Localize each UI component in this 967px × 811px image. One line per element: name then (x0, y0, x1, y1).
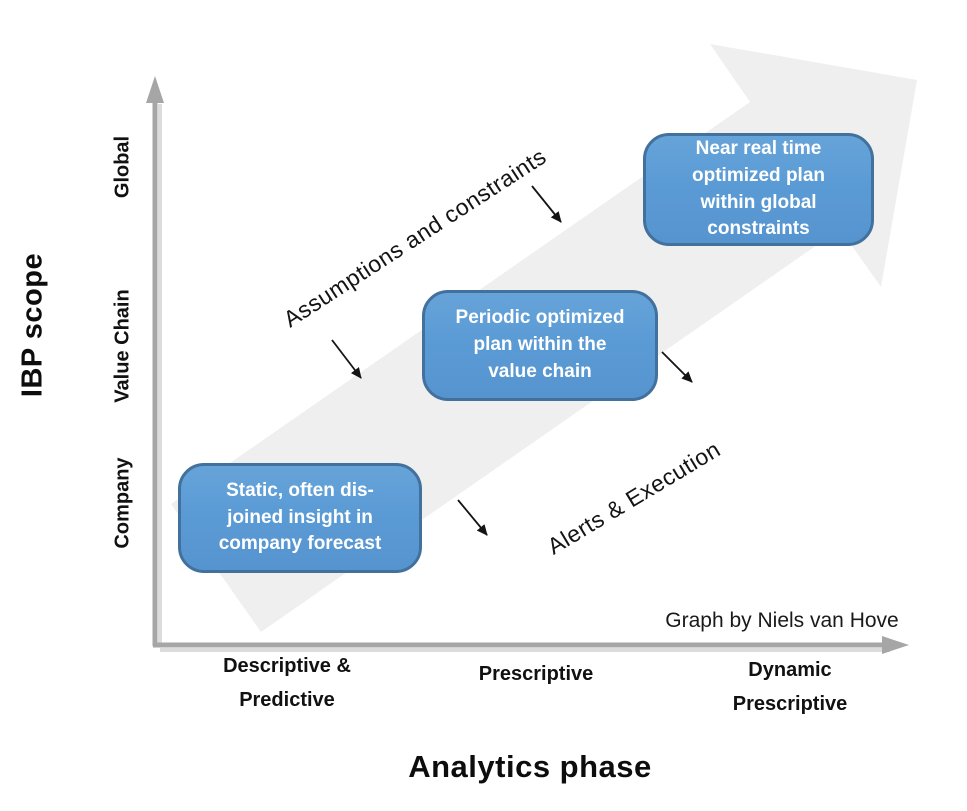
stage-box-company-forecast: Static, often dis- joined insight in com… (178, 463, 422, 573)
stage-box-global-plan: Near real time optimized plan within glo… (643, 133, 874, 246)
x-tick-descriptive-predictive: Descriptive & Predictive (223, 655, 351, 711)
x-tick-prescriptive: Prescriptive (478, 663, 594, 685)
y-axis-arrowhead-icon (146, 76, 164, 103)
x-axis-title: Analytics phase (408, 749, 652, 784)
credit-text: Graph by Niels van Hove (665, 609, 899, 632)
y-tick-global: Global (111, 135, 134, 199)
annotation-arrow-2-icon (531, 185, 562, 223)
stage-box-global-plan-text: Near real time optimized plan within glo… (692, 137, 825, 240)
stage-box-company-forecast-text: Static, often dis- joined insight in com… (218, 479, 382, 555)
x-tick-dynamic-prescriptive: Dynamic Prescriptive (732, 659, 848, 715)
annotation-arrow-3-icon (457, 499, 488, 536)
y-axis-title: IBP scope (16, 252, 49, 398)
x-axis-arrowhead-icon (882, 636, 909, 654)
y-tick-company: Company (111, 457, 134, 549)
annotation-arrow-1-icon (331, 339, 362, 379)
stage-box-value-chain-plan: Periodic optimized plan within the value… (422, 290, 658, 401)
stage-box-value-chain-plan-text: Periodic optimized plan within the value… (455, 307, 625, 382)
annotation-arrow-4-icon (661, 351, 693, 383)
y-tick-value-chain: Value Chain (111, 289, 134, 403)
